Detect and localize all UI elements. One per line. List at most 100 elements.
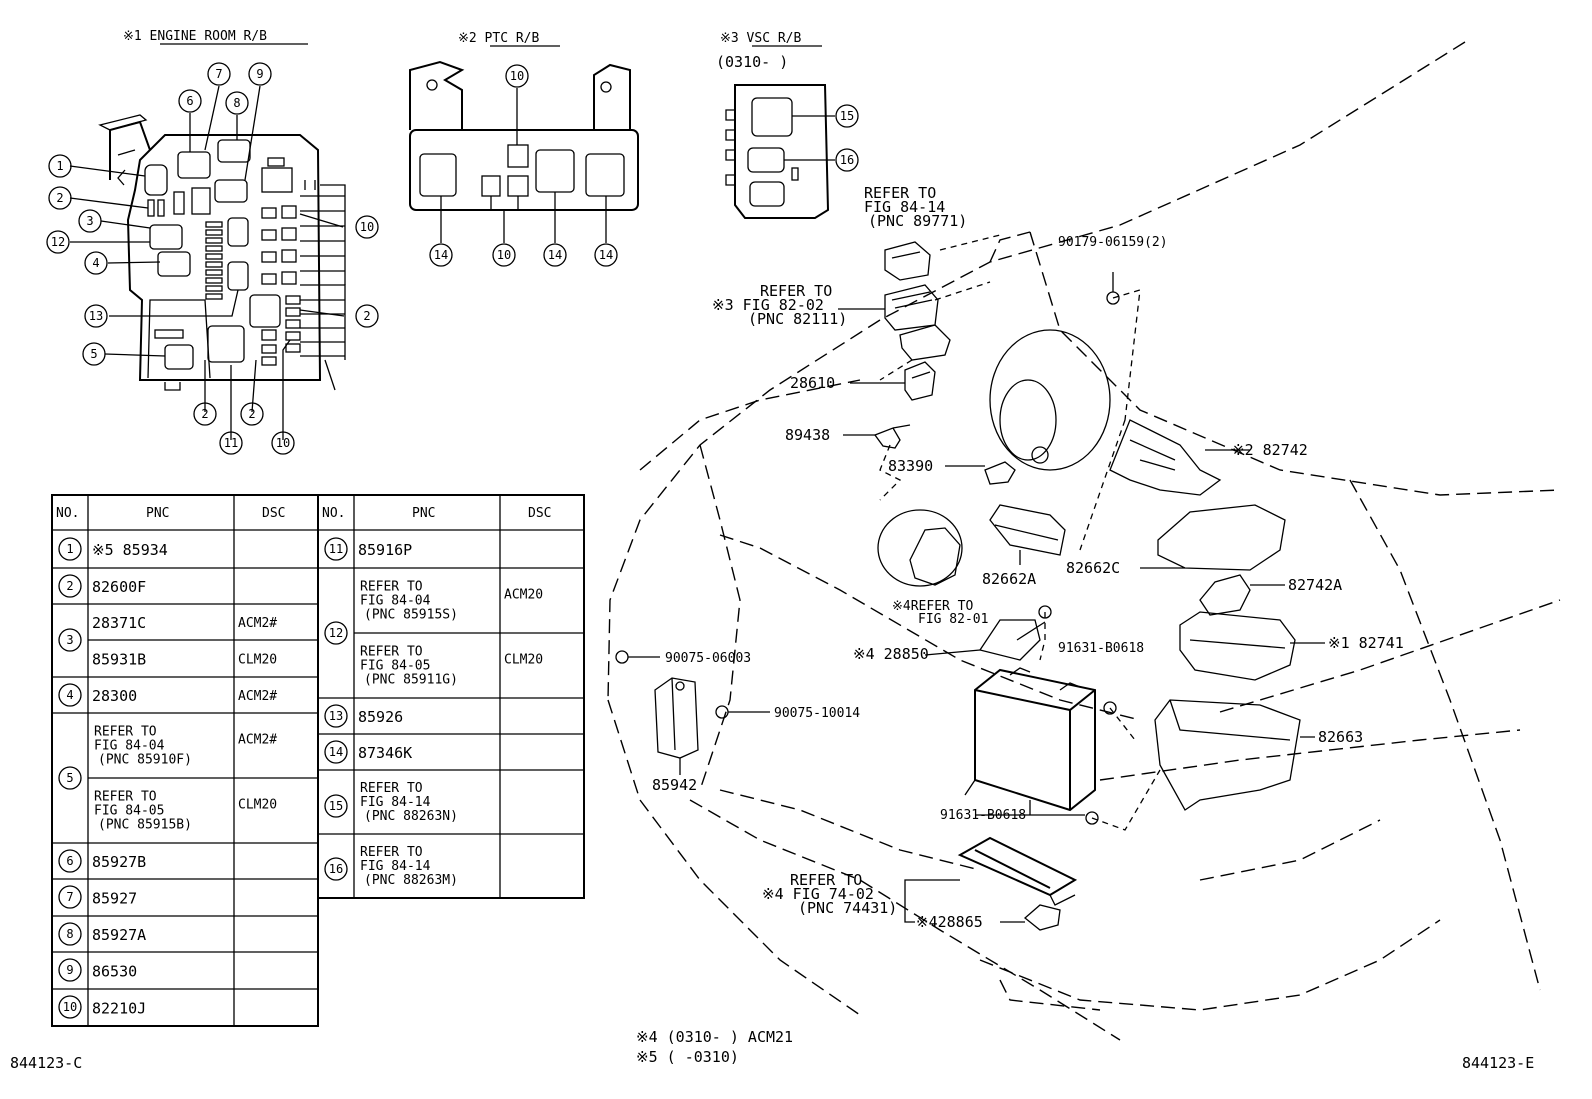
row-dsc: CLM20 (504, 653, 543, 668)
row-number-circle (58, 995, 82, 1019)
ptc-callout-14a: 14 (434, 248, 448, 262)
engine-room-relay-block (98, 114, 346, 391)
row-number: 15 (329, 799, 343, 813)
label-82663: 82663 (1318, 728, 1363, 746)
row-number: 11 (329, 542, 343, 556)
engine-room-callouts: 1 2 3 12 4 13 5 6 7 8 9 10 2 2 11 2 10 (46, 62, 379, 455)
sensor-89438 (873, 424, 911, 449)
row-pnc: 85931B (92, 651, 146, 669)
pnc-table-right: NO. PNC DSC (317, 494, 585, 899)
row-number: 5 (66, 771, 73, 785)
row-number: 13 (329, 709, 343, 723)
row-number: 12 (329, 626, 343, 640)
vehicle-body-outline (607, 41, 1561, 1041)
row-number-circle (324, 537, 348, 561)
ptc-callout-14c: 14 (599, 248, 613, 262)
row-pnc: 86530 (92, 963, 137, 981)
vsc-relay-block: 15 16 (725, 84, 859, 219)
vsc-title: ※3 VSC R/B (720, 31, 802, 46)
relay-28610 (904, 361, 936, 401)
module-85942 (654, 677, 699, 759)
row-number-circle (58, 628, 82, 652)
row-pnc: 82210J (92, 1000, 146, 1018)
row-number-circle (324, 857, 348, 881)
callout-10b: 10 (276, 436, 290, 450)
battery (974, 667, 1096, 812)
label-82742: ※2 82742 (1232, 441, 1308, 459)
label-82662c: 82662C (1066, 559, 1120, 577)
row-number-circle (58, 683, 82, 707)
label-83390: 83390 (888, 457, 933, 475)
label-82662a: 82662A (982, 570, 1036, 588)
row-number-circle (58, 766, 82, 790)
harness-28865 (1023, 904, 1061, 931)
row-number: 4 (66, 688, 73, 702)
row-pnc: 85927 (92, 890, 137, 908)
right-col-no: NO. (322, 506, 345, 521)
cover-82662c (1157, 504, 1286, 571)
callout-1: 1 (56, 159, 63, 173)
row-pnc: 85926 (358, 708, 403, 726)
row-number-circle (58, 537, 82, 561)
left-col-no: NO. (56, 506, 79, 521)
row-number-circle (58, 849, 82, 873)
figure-code-right: 844123-E (1462, 1054, 1534, 1072)
row-number: 8 (66, 927, 73, 941)
callout-3: 3 (86, 214, 93, 228)
refer-7402: REFER TO※4 FIG 74-02(PNC 74431) (762, 871, 897, 917)
row-dsc: ACM2# (238, 733, 277, 748)
horn-assembly (989, 329, 1111, 471)
callout-2c: 2 (201, 407, 208, 421)
callout-5: 5 (90, 347, 97, 361)
row-number: 6 (66, 854, 73, 868)
figure-code-left: 844123-C (10, 1054, 82, 1072)
row-pnc: 28300 (92, 687, 137, 705)
callout-6: 6 (186, 94, 193, 108)
label-90179: 90179-06159(2) (1058, 235, 1168, 250)
label-28850: ※4 28850 (853, 645, 929, 663)
row-number: 16 (329, 862, 343, 876)
label-90075-10014: 90075-10014 (774, 706, 860, 721)
row-number: 1 (66, 542, 73, 556)
row-number-circle (58, 922, 82, 946)
vsc-callout-16: 16 (840, 153, 854, 167)
refer-82111: REFER TO※3 FIG 82-02(PNC 82111) (712, 282, 847, 328)
label-91631-bottom: 91631-B0618 (940, 808, 1026, 823)
row-number-circle (324, 740, 348, 764)
vsc-callout-15: 15 (840, 109, 854, 123)
sensor-28850 (978, 619, 1041, 661)
callout-10: 10 (360, 220, 374, 234)
row-number: 10 (63, 1000, 77, 1014)
row-pnc: ※5 85934 (92, 541, 168, 559)
callout-7: 7 (215, 67, 222, 81)
callout-12: 12 (51, 235, 65, 249)
row-dsc: ACM2# (238, 616, 277, 631)
callout-13: 13 (89, 309, 103, 323)
row-number-circle (58, 958, 82, 982)
callout-2b: 2 (363, 309, 370, 323)
engine-room-rb-82741 (1179, 611, 1296, 681)
callout-2: 2 (56, 191, 63, 205)
row-pnc: 28371C (92, 614, 146, 632)
row-number: 9 (66, 963, 73, 977)
row-dsc: ACM20 (504, 588, 543, 603)
sensor-83390 (984, 461, 1016, 485)
cover-82662a (989, 504, 1066, 556)
row-number-circle (58, 885, 82, 909)
part-dash-leaders (879, 234, 1161, 831)
ptc-callout-10: 10 (510, 69, 524, 83)
row-number: 14 (329, 745, 343, 759)
footnote-5: ※5 ( -0310) (636, 1048, 739, 1066)
bolts (615, 291, 1120, 825)
ptc-callout-10b: 10 (497, 248, 511, 262)
